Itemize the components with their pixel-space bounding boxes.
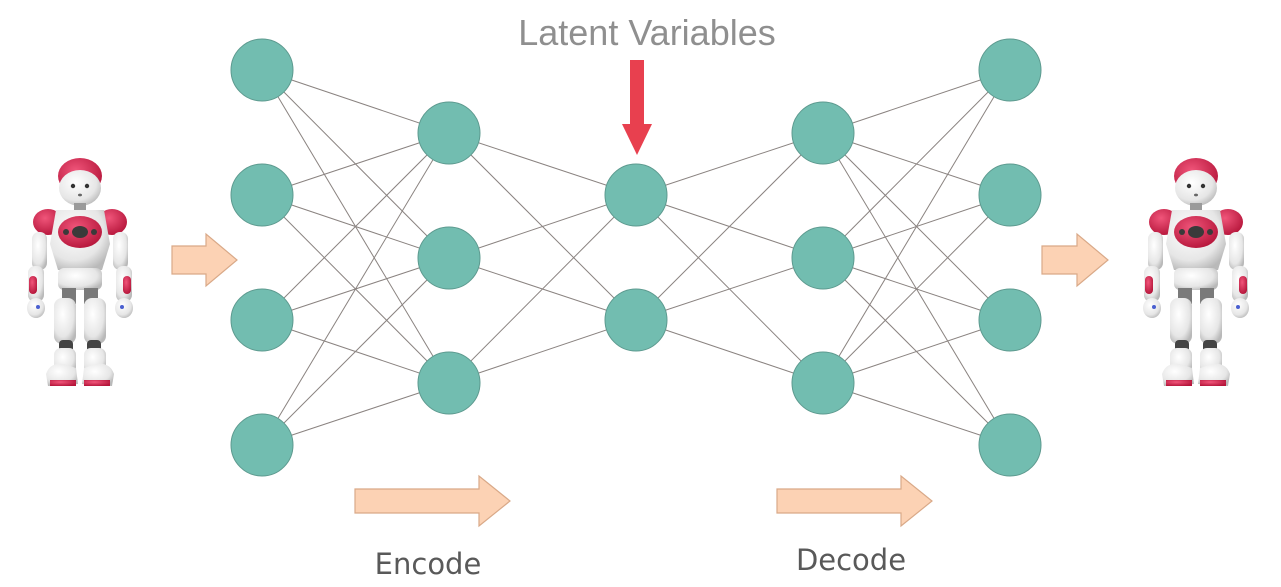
connection-line	[448, 194, 637, 259]
connection-lines	[261, 69, 1011, 446]
output-flow-arrow-icon	[1041, 232, 1109, 288]
connection-line	[448, 319, 637, 384]
down-arrow-icon	[622, 60, 652, 155]
hidden-encoder-neuron	[417, 351, 481, 415]
connection-line	[261, 382, 450, 446]
connection-line	[261, 69, 450, 134]
connection-line	[822, 69, 1011, 134]
hidden-decoder-neuron	[791, 351, 855, 415]
connection-line	[822, 69, 1011, 384]
connection-line	[822, 69, 1011, 259]
neuron-layers	[230, 38, 1042, 477]
connection-line	[822, 194, 1011, 384]
connection-line	[261, 132, 450, 321]
input-flow-arrow-icon	[171, 232, 238, 288]
connection-line	[822, 382, 1011, 446]
decode-arrow-icon	[776, 474, 933, 528]
connection-line	[448, 132, 637, 196]
output-neuron	[978, 163, 1042, 227]
connection-line	[635, 319, 824, 384]
connection-line	[448, 194, 637, 384]
connection-line	[635, 257, 824, 321]
connection-line	[261, 132, 450, 196]
connection-line	[261, 257, 450, 446]
hidden-encoder-neuron	[417, 101, 481, 165]
input-neuron	[230, 413, 294, 477]
encode-arrow-icon	[354, 474, 511, 528]
hidden-decoder-neuron	[791, 226, 855, 290]
connection-line	[635, 132, 824, 321]
input-neuron	[230, 288, 294, 352]
connection-line	[635, 132, 824, 196]
connection-line	[822, 319, 1011, 384]
decode-label: Decode	[796, 543, 906, 577]
connection-line	[261, 132, 450, 446]
output-neuron	[978, 38, 1042, 102]
latent-neuron	[604, 163, 668, 227]
input-neuron	[230, 163, 294, 227]
encode-label: Encode	[375, 547, 482, 581]
latent-neuron	[604, 288, 668, 352]
hidden-encoder-neuron	[417, 226, 481, 290]
input-neuron	[230, 38, 294, 102]
latent-variables-label: Latent Variables	[518, 12, 776, 53]
output-neuron	[978, 413, 1042, 477]
hidden-decoder-neuron	[791, 101, 855, 165]
output-robot-image	[1143, 158, 1249, 386]
input-robot-image	[27, 158, 133, 386]
output-neuron	[978, 288, 1042, 352]
